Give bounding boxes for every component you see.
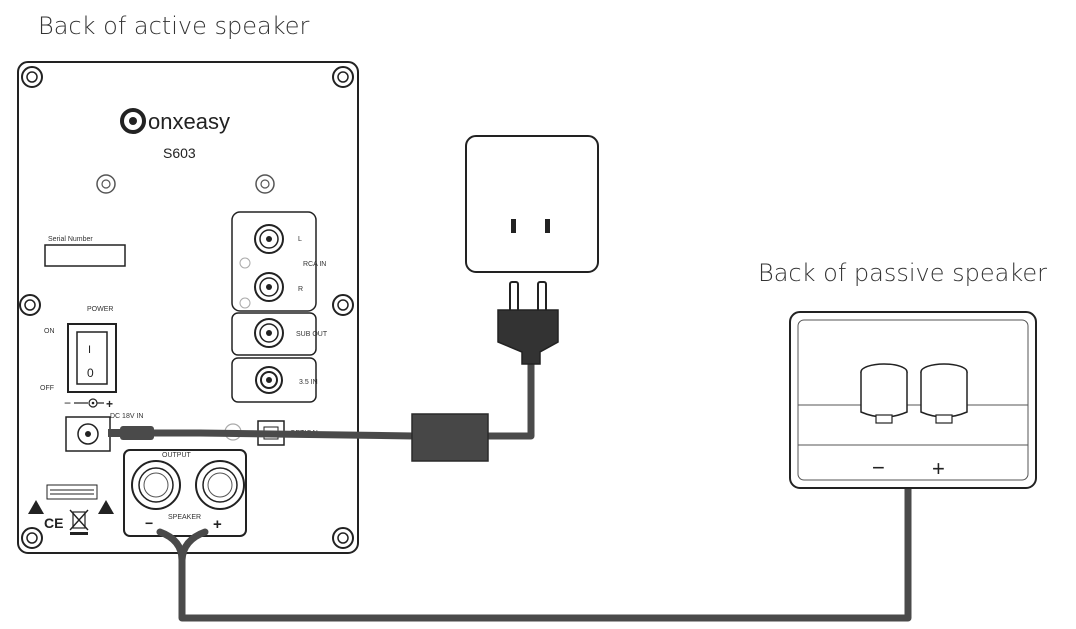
corner-screw-icon bbox=[21, 527, 43, 549]
rca-left-label: L bbox=[298, 236, 302, 243]
power-label: POWER bbox=[87, 306, 113, 313]
aux-in-label: 3.5 IN bbox=[299, 379, 318, 386]
passive-terminal-negative[interactable] bbox=[860, 363, 908, 424]
power-plug-icon bbox=[497, 281, 559, 365]
active-panel-outline bbox=[17, 61, 359, 554]
corner-screw-icon bbox=[19, 294, 41, 316]
sub-out-jack[interactable] bbox=[254, 318, 284, 348]
passive-panel-inset bbox=[797, 319, 1029, 481]
passive-speaker-caption: Back of passive speaker bbox=[758, 259, 1047, 287]
dc-plug-connector bbox=[108, 426, 154, 440]
dc-polarity-symbol: − + bbox=[64, 396, 113, 411]
warning-triangle-icon bbox=[28, 484, 114, 514]
passive-panel-outline bbox=[789, 311, 1037, 489]
serial-number-label: Serial Number bbox=[48, 236, 93, 243]
speaker-output-group bbox=[123, 449, 247, 537]
active-speaker-panel: onxeasy S603 Serial Number POWER ON OFF … bbox=[17, 61, 359, 554]
rca-right-label: R bbox=[298, 286, 303, 293]
brand-c-icon bbox=[120, 108, 146, 134]
sub-out-label: SUB OUT bbox=[296, 331, 328, 338]
panel-screw-icon bbox=[239, 257, 251, 269]
output-plus-symbol: + bbox=[213, 516, 222, 533]
active-speaker-caption: Back of active speaker bbox=[38, 12, 310, 40]
passive-plus-symbol: + bbox=[932, 456, 945, 481]
serial-number-box bbox=[44, 244, 126, 267]
model-number: S603 bbox=[163, 145, 196, 161]
passive-speaker-panel: − + bbox=[789, 311, 1037, 489]
power-switch-rocker[interactable] bbox=[76, 331, 108, 385]
output-terminal-negative[interactable] bbox=[131, 460, 181, 510]
rca-input-left[interactable] bbox=[254, 224, 284, 254]
dc-power-cable bbox=[146, 429, 418, 440]
corner-screw-icon bbox=[332, 294, 354, 316]
rca-in-label: RCA IN bbox=[303, 261, 326, 268]
output-label: OUTPUT bbox=[162, 452, 192, 459]
weee-bin-icon bbox=[69, 509, 89, 535]
dc-in-jack[interactable] bbox=[65, 416, 111, 452]
wall-outlet bbox=[465, 135, 599, 273]
passive-minus-symbol: − bbox=[872, 455, 885, 480]
ce-mark: CE bbox=[44, 515, 63, 531]
switch-off-glyph: 0 bbox=[87, 366, 94, 380]
svg-text:−: − bbox=[64, 396, 71, 410]
brand-name: onxeasy bbox=[148, 109, 230, 134]
switch-on-glyph: I bbox=[88, 344, 91, 356]
brand-logo: onxeasy bbox=[120, 108, 230, 134]
rca-in-group bbox=[231, 211, 317, 312]
mount-hole-icon bbox=[96, 174, 116, 194]
output-terminal-positive[interactable] bbox=[195, 460, 245, 510]
switch-off-label: OFF bbox=[40, 385, 54, 392]
corner-screw-icon bbox=[332, 527, 354, 549]
corner-screw-icon bbox=[332, 66, 354, 88]
power-adapter bbox=[411, 413, 489, 462]
speaker-wire-fork-active bbox=[178, 528, 209, 564]
speaker-label: SPEAKER bbox=[168, 514, 201, 521]
outlet-slot-left bbox=[511, 219, 516, 233]
sub-out-group bbox=[231, 312, 317, 356]
corner-screw-icon bbox=[21, 66, 43, 88]
speaker-wire bbox=[156, 456, 912, 622]
mount-hole-icon bbox=[255, 174, 275, 194]
switch-on-label: ON bbox=[44, 328, 55, 335]
aux-in-group bbox=[231, 357, 317, 403]
panel-screw-icon bbox=[239, 297, 251, 309]
rca-input-right[interactable] bbox=[254, 272, 284, 302]
power-switch[interactable]: I 0 bbox=[67, 323, 117, 393]
svg-text:+: + bbox=[106, 397, 113, 411]
dc-in-label: DC 18V IN bbox=[110, 413, 143, 420]
plug-cable bbox=[483, 356, 535, 440]
aux-in-jack[interactable] bbox=[255, 366, 283, 394]
output-minus-symbol: − bbox=[145, 515, 153, 531]
outlet-slot-right bbox=[545, 219, 550, 233]
passive-terminal-positive[interactable] bbox=[920, 363, 968, 424]
